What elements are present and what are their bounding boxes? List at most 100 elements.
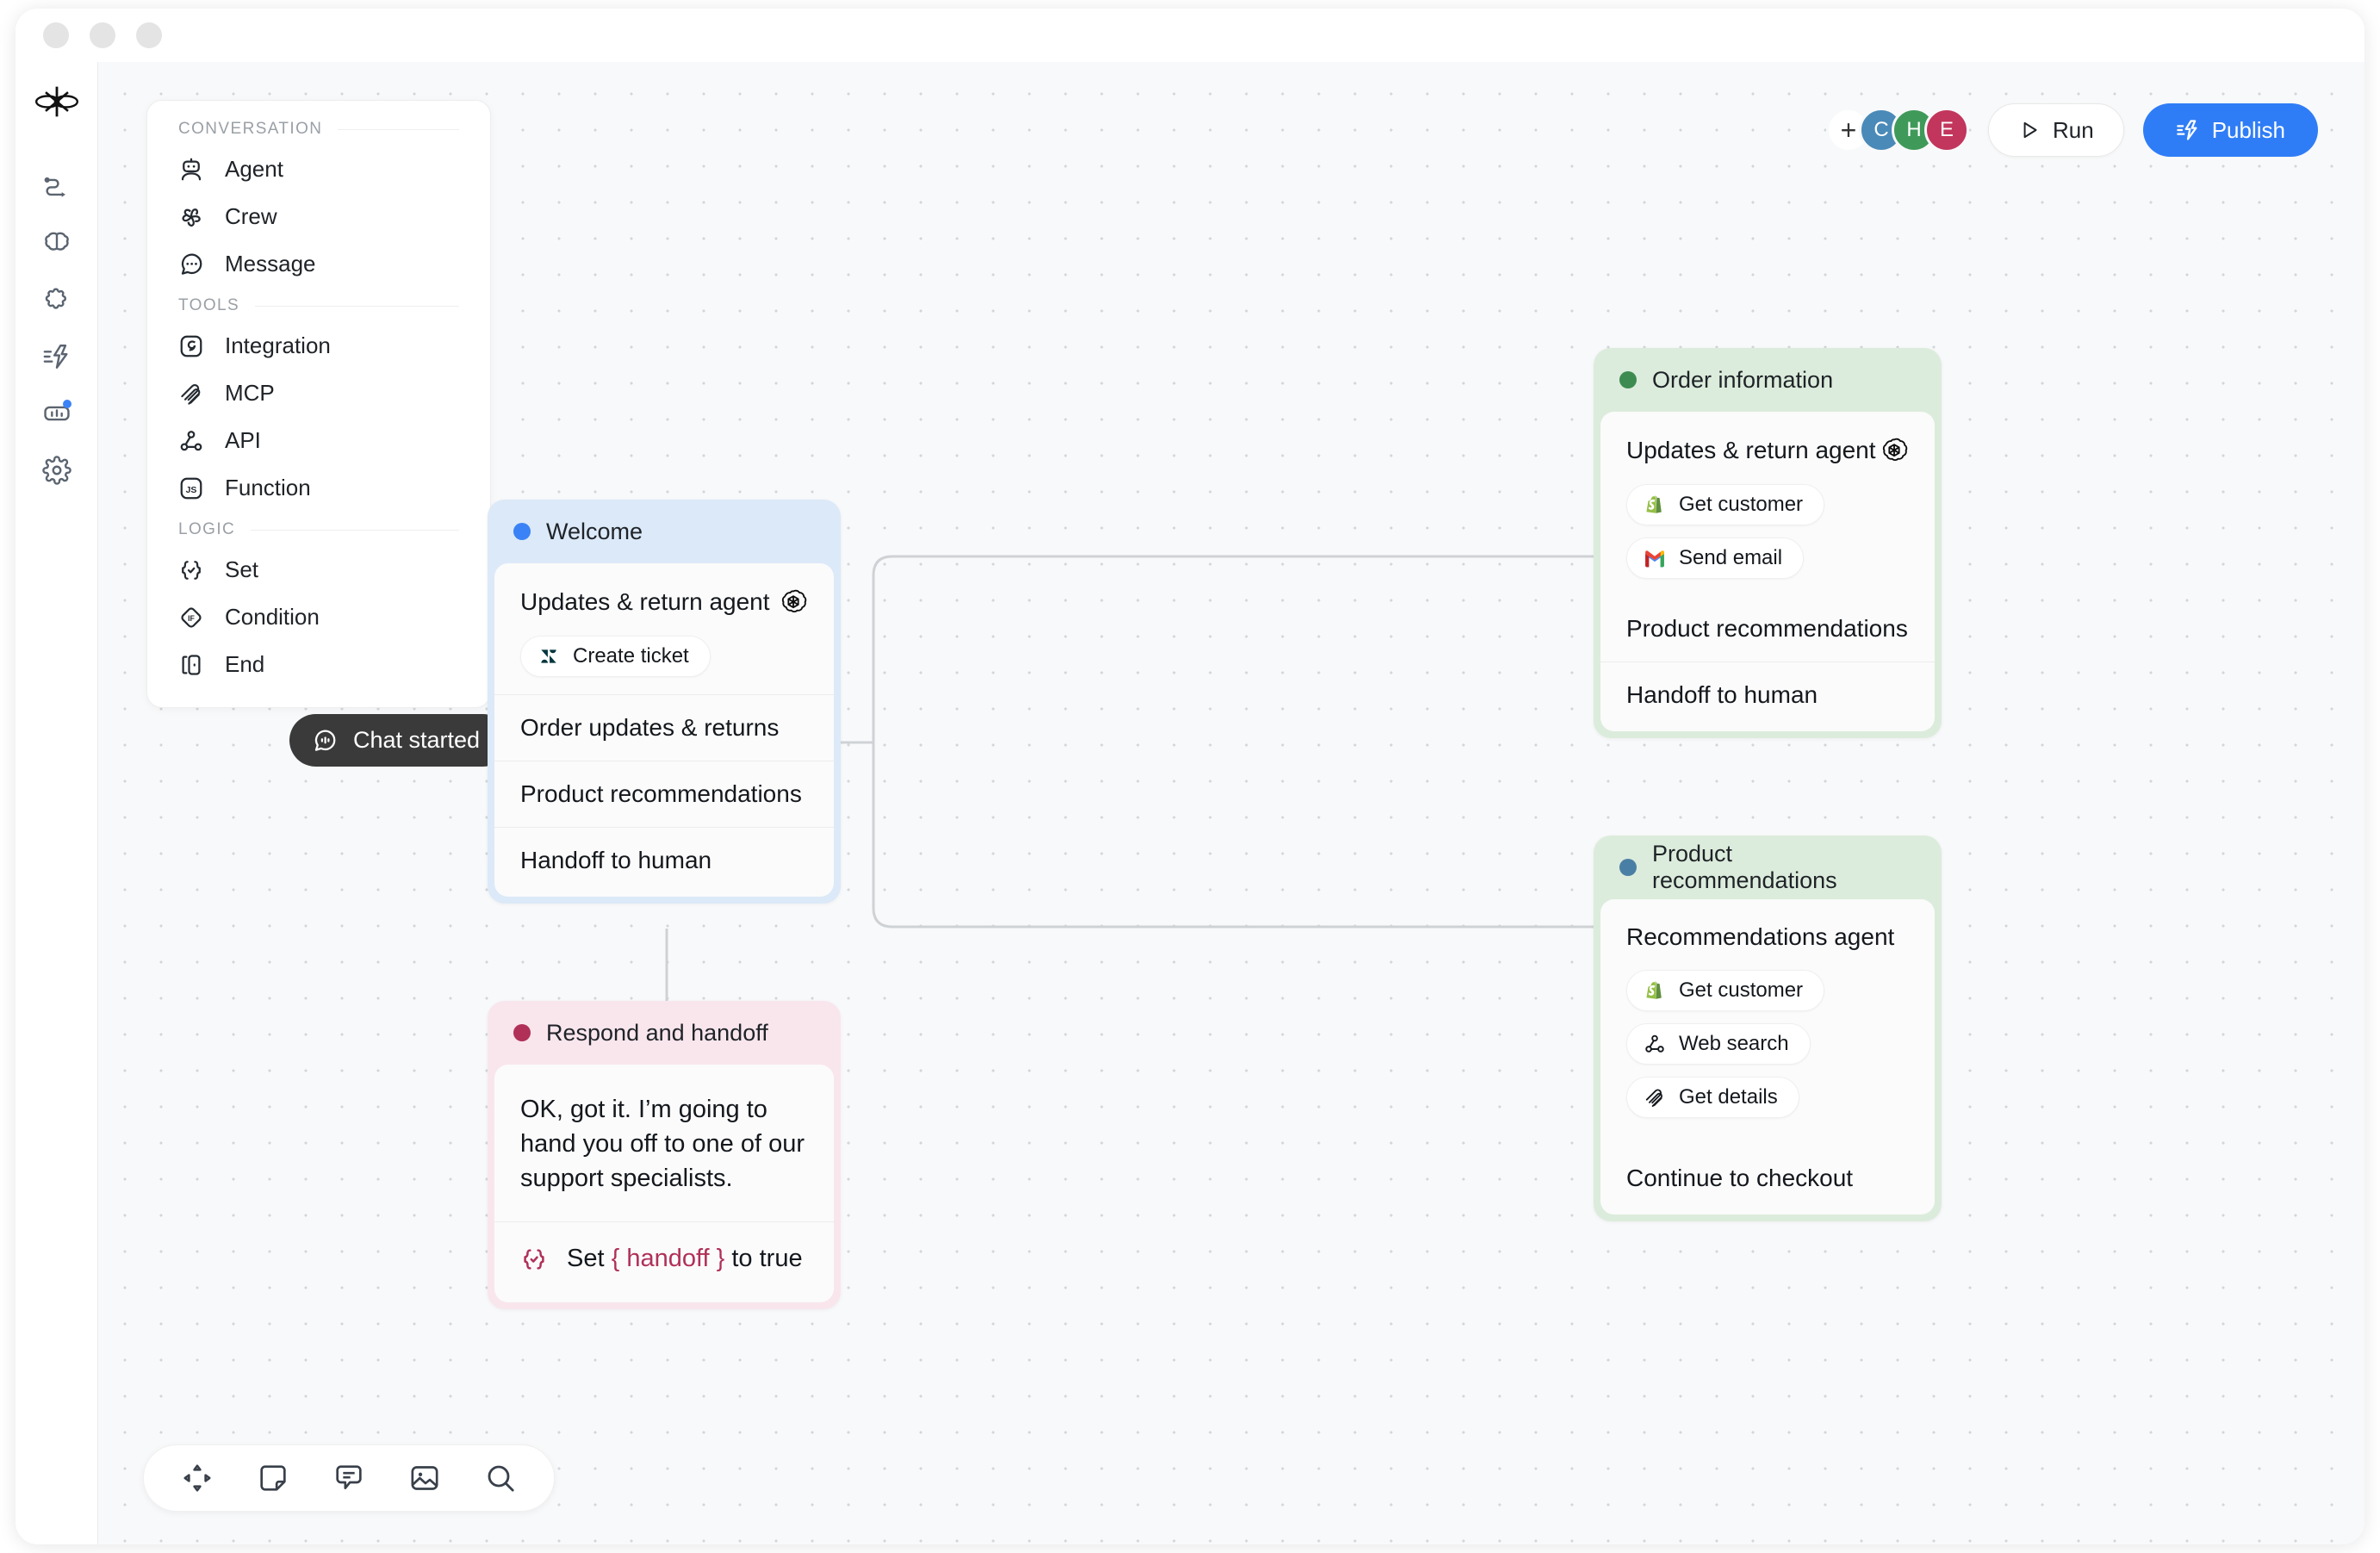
shopify-icon <box>1643 493 1667 517</box>
flow-node-product-recommendations[interactable]: Product recommendations Recommendations … <box>1594 836 1942 1221</box>
node-branch-row[interactable]: Continue to checkout <box>1626 1165 1854 1191</box>
message-bubble-icon <box>178 252 204 277</box>
agent-title: Updates & return agent <box>1626 437 1876 463</box>
collaborator-avatars: + C H E <box>1826 108 1970 152</box>
palette-item-label: Function <box>225 475 311 500</box>
sidebar-item-integrations[interactable] <box>33 276 81 324</box>
palette-item-crew[interactable]: Crew <box>147 193 490 240</box>
palette-item-api[interactable]: API <box>147 417 490 464</box>
zendesk-icon <box>537 644 561 668</box>
agent-title: Recommendations agent <box>1626 923 1895 950</box>
palette-item-message[interactable]: Message <box>147 240 490 288</box>
node-branch-row[interactable]: Product recommendations <box>1626 615 1908 642</box>
palette-item-set[interactable]: Set <box>147 546 490 593</box>
tool-pill-label: Get customer <box>1679 978 1804 1002</box>
window-close-button[interactable] <box>43 22 69 48</box>
agent-title-row: Updates & return agent <box>1626 436 1909 465</box>
agent-title-row: Recommendations agent <box>1626 923 1909 951</box>
tool-pill-create-ticket[interactable]: Create ticket <box>520 636 711 677</box>
message-block[interactable]: OK, got it. I’m going to hand you off to… <box>494 1068 834 1221</box>
sticky-note-icon[interactable] <box>254 1459 292 1497</box>
agent-title-row: Updates & return agent <box>520 587 808 617</box>
chat-started-pill[interactable]: Chat started <box>289 714 510 767</box>
set-action-variable: { handoff } <box>611 1245 725 1273</box>
agent-block[interactable]: Updates & return agent <box>494 567 834 694</box>
message-text: OK, got it. I’m going to hand you off to… <box>520 1096 805 1193</box>
node-header: Welcome <box>488 500 841 563</box>
flow-node-respond-and-handoff[interactable]: Respond and handoff OK, got it. I’m goin… <box>488 1001 841 1310</box>
sidebar-item-analytics[interactable] <box>33 389 81 438</box>
tool-pill-get-details[interactable]: Get details <box>1626 1077 1799 1118</box>
avatar[interactable]: E <box>1924 108 1970 152</box>
end-icon <box>178 652 204 678</box>
integration-spiral-icon <box>178 333 204 359</box>
node-palette: CONVERSATION Agent <box>146 100 491 708</box>
palette-item-label: Integration <box>225 332 331 358</box>
window-maximize-button[interactable] <box>136 22 162 48</box>
agent-title: Updates & return agent <box>520 588 770 615</box>
search-icon[interactable] <box>482 1459 519 1497</box>
flow-node-order-information[interactable]: Order information Updates & return agent <box>1594 348 1942 738</box>
palette-item-agent[interactable]: Agent <box>147 146 490 193</box>
node-status-dot <box>1619 371 1637 388</box>
node-branch-row[interactable]: Handoff to human <box>1600 662 1935 728</box>
tool-pill-label: Create ticket <box>573 644 689 668</box>
sidebar-item-settings[interactable] <box>33 446 81 494</box>
sidebar-item-flows[interactable] <box>33 162 81 210</box>
node-branch-row[interactable]: Handoff to human <box>494 827 834 893</box>
flow-canvas[interactable]: CONVERSATION Agent <box>98 62 2364 1544</box>
set-action-row[interactable]: Set { handoff } to true <box>494 1221 834 1299</box>
agent-tool-pills: Get customer <box>1626 484 1909 579</box>
palette-section-label: CONVERSATION <box>178 120 323 138</box>
palette-section-tools: TOOLS <box>147 296 490 315</box>
node-title: Product recommendations <box>1652 841 1837 893</box>
js-function-icon: JS <box>178 475 204 501</box>
tool-pill-label: Web search <box>1679 1032 1789 1055</box>
shopify-icon <box>1643 978 1667 1003</box>
agent-tool-pills: Get customer <box>1626 970 1909 1118</box>
tool-pill-web-search[interactable]: Web search <box>1626 1023 1811 1065</box>
comment-icon[interactable] <box>330 1459 368 1497</box>
sidebar-item-knowledge[interactable] <box>33 219 81 267</box>
tool-pill-get-customer[interactable]: Get customer <box>1626 484 1825 525</box>
palette-item-function[interactable]: JS Function <box>147 464 490 512</box>
palette-section-label: TOOLS <box>178 296 240 314</box>
sidebar-item-actions[interactable] <box>33 332 81 381</box>
palette-item-label: End <box>225 651 265 677</box>
tool-pill-label: Get details <box>1679 1085 1778 1109</box>
agent-tool-pills: Create ticket <box>520 636 808 677</box>
api-node-icon <box>178 428 204 454</box>
mcp-icon <box>1643 1085 1667 1109</box>
tool-pill-send-email[interactable]: Send email <box>1626 537 1805 579</box>
run-button-label: Run <box>2053 116 2094 143</box>
node-branch-row[interactable]: Product recommendations <box>494 761 834 827</box>
palette-item-label: API <box>225 427 261 453</box>
node-body: OK, got it. I’m going to hand you off to… <box>494 1065 834 1303</box>
window-minimize-button[interactable] <box>90 22 115 48</box>
robot-icon <box>178 157 204 183</box>
node-title: Order information <box>1652 366 1834 393</box>
agent-block[interactable]: Recommendations agent Get cust <box>1600 903 1935 1135</box>
divider <box>255 305 459 307</box>
palette-item-integration[interactable]: Integration <box>147 322 490 370</box>
crew-pinwheel-icon <box>178 204 204 230</box>
node-header: Order information <box>1594 348 1942 412</box>
node-title: Welcome <box>546 518 643 544</box>
node-status-dot <box>1619 859 1637 876</box>
publish-button[interactable]: Publish <box>2142 103 2318 157</box>
butterfly-logo-icon[interactable] <box>33 78 81 126</box>
palette-item-mcp[interactable]: MCP <box>147 370 490 417</box>
node-branch-row[interactable]: Order updates & returns <box>494 694 834 761</box>
tool-pill-get-customer[interactable]: Get customer <box>1626 970 1825 1011</box>
tool-pill-label: Send email <box>1679 546 1783 569</box>
palette-item-condition[interactable]: IF Condition <box>147 593 490 641</box>
move-arrows-icon[interactable] <box>178 1459 216 1497</box>
agent-block[interactable]: Updates & return agent <box>1600 415 1935 596</box>
palette-section-logic: LOGIC <box>147 520 490 539</box>
palette-item-label: Condition <box>225 604 320 630</box>
image-icon[interactable] <box>406 1459 444 1497</box>
run-button[interactable]: Run <box>1988 103 2124 157</box>
flow-node-welcome[interactable]: Welcome Updates & return agent <box>488 500 841 904</box>
palette-item-end[interactable]: End <box>147 641 490 688</box>
palette-item-label: Set <box>225 556 259 582</box>
